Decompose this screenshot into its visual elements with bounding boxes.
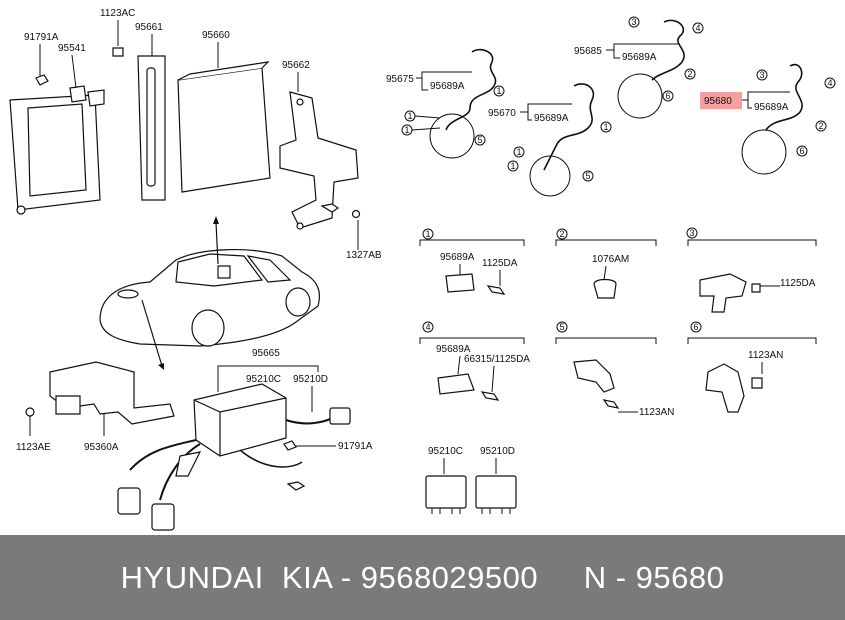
label-95541: 95541 (58, 43, 86, 54)
label-95685: 95685 (574, 46, 602, 57)
detail-2-grommet (593, 278, 617, 299)
sensor-95670 (529, 83, 595, 197)
callout-3-a: 3 (631, 17, 636, 27)
callout-2-b: 2 (818, 121, 823, 131)
detail-5-sensor (573, 359, 620, 409)
detail-6-sensor (705, 363, 763, 413)
part-number-title: HYUNDAI KIA - 9568029500 N - 95680 (120, 560, 725, 595)
callout-6-b: 6 (799, 146, 804, 156)
detail-6-label-1123an: 1123AN (748, 350, 783, 361)
detail-4-label-95689a: 95689A (436, 344, 471, 355)
label-95661: 95661 (135, 22, 163, 33)
detail-2-label-1076am: 1076AM (592, 254, 629, 265)
parts-diagram: 91791A 95541 1123AC 95661 95660 95662 13… (9, 8, 836, 531)
label-95210c-top: 95210C (246, 374, 281, 385)
footer-banner: HYUNDAI KIA - 9568029500 N - 95680 (0, 535, 845, 620)
detail-3-label-1125da: 1125DA (780, 278, 816, 289)
detail-6-callout: 6 (693, 322, 698, 332)
label-95689a-675: 95689A (430, 81, 465, 92)
label-1327ab: 1327AB (346, 250, 382, 261)
detail-1-callout: 1 (425, 229, 430, 239)
callout-3-b: 3 (759, 70, 764, 80)
label-95689a-680: 95689A (754, 102, 789, 113)
detail-5-callout: 5 (559, 322, 564, 332)
label-95675: 95675 (386, 74, 414, 85)
label-91791a-bottom: 91791A (338, 441, 373, 452)
detail-4-clamp (437, 373, 500, 401)
car-illustration (99, 249, 321, 347)
relay-95210c (425, 475, 467, 514)
bracket-95662 (279, 91, 359, 230)
ecu-95660 (177, 61, 271, 193)
label-95210c-bottom: 95210C (428, 446, 463, 457)
callout-4-a: 4 (695, 23, 700, 33)
bolt-1327ab (320, 203, 340, 213)
callout-4-b: 4 (827, 78, 832, 88)
detail-1-label-95689a: 95689A (440, 252, 475, 263)
bracket-95541 (9, 74, 105, 215)
label-95210d-bottom: 95210D (480, 446, 515, 457)
detail-4-callout: 4 (425, 322, 430, 332)
callout-2-a: 2 (687, 69, 692, 79)
label-91791a-top: 91791A (24, 32, 59, 43)
callout-5-a: 5 (477, 135, 482, 145)
detail-5-label-1123an: 1123AN (639, 407, 674, 418)
sensor-95685 (617, 19, 685, 119)
callout-1-f: 1 (510, 161, 515, 171)
detail-2-callout: 2 (559, 229, 564, 239)
callout-1-b: 1 (407, 111, 412, 121)
label-95660: 95660 (202, 30, 230, 41)
label-1123ac: 1123AC (100, 8, 135, 19)
bracket-95360a (25, 361, 175, 425)
wiring-harness-95665 (117, 383, 351, 531)
callout-6-a: 6 (665, 91, 670, 101)
callout-5-b: 5 (585, 171, 590, 181)
callout-1-c: 1 (404, 125, 409, 135)
label-95665: 95665 (252, 348, 280, 359)
callout-1-d: 1 (603, 122, 608, 132)
callout-1-e: 1 (516, 147, 521, 157)
bolt-1123ac (112, 47, 124, 57)
label-95689a-670: 95689A (534, 113, 569, 124)
sensor-95680 (741, 63, 803, 175)
label-95680: 95680 (704, 96, 732, 107)
relay-95210d (475, 475, 517, 514)
detail-1-clamp (445, 273, 506, 295)
detail-3-bracket (699, 273, 761, 313)
label-1123ae: 1123AE (16, 442, 51, 453)
detail-4-label-66315: 66315/1125DA (464, 354, 530, 365)
callout-1-a: 1 (496, 86, 501, 96)
bolt-91791a (283, 440, 297, 451)
label-95210d-top: 95210D (293, 374, 328, 385)
detail-1-label-1125da: 1125DA (482, 258, 518, 269)
strip-95661 (137, 55, 166, 201)
highlight-95680 (700, 92, 742, 109)
detail-3-callout: 3 (689, 228, 694, 238)
label-95670: 95670 (488, 108, 516, 119)
label-95689a-685: 95689A (622, 52, 657, 63)
label-95662: 95662 (282, 60, 310, 71)
label-95360a: 95360A (84, 442, 119, 453)
sensor-95675 (429, 48, 497, 159)
